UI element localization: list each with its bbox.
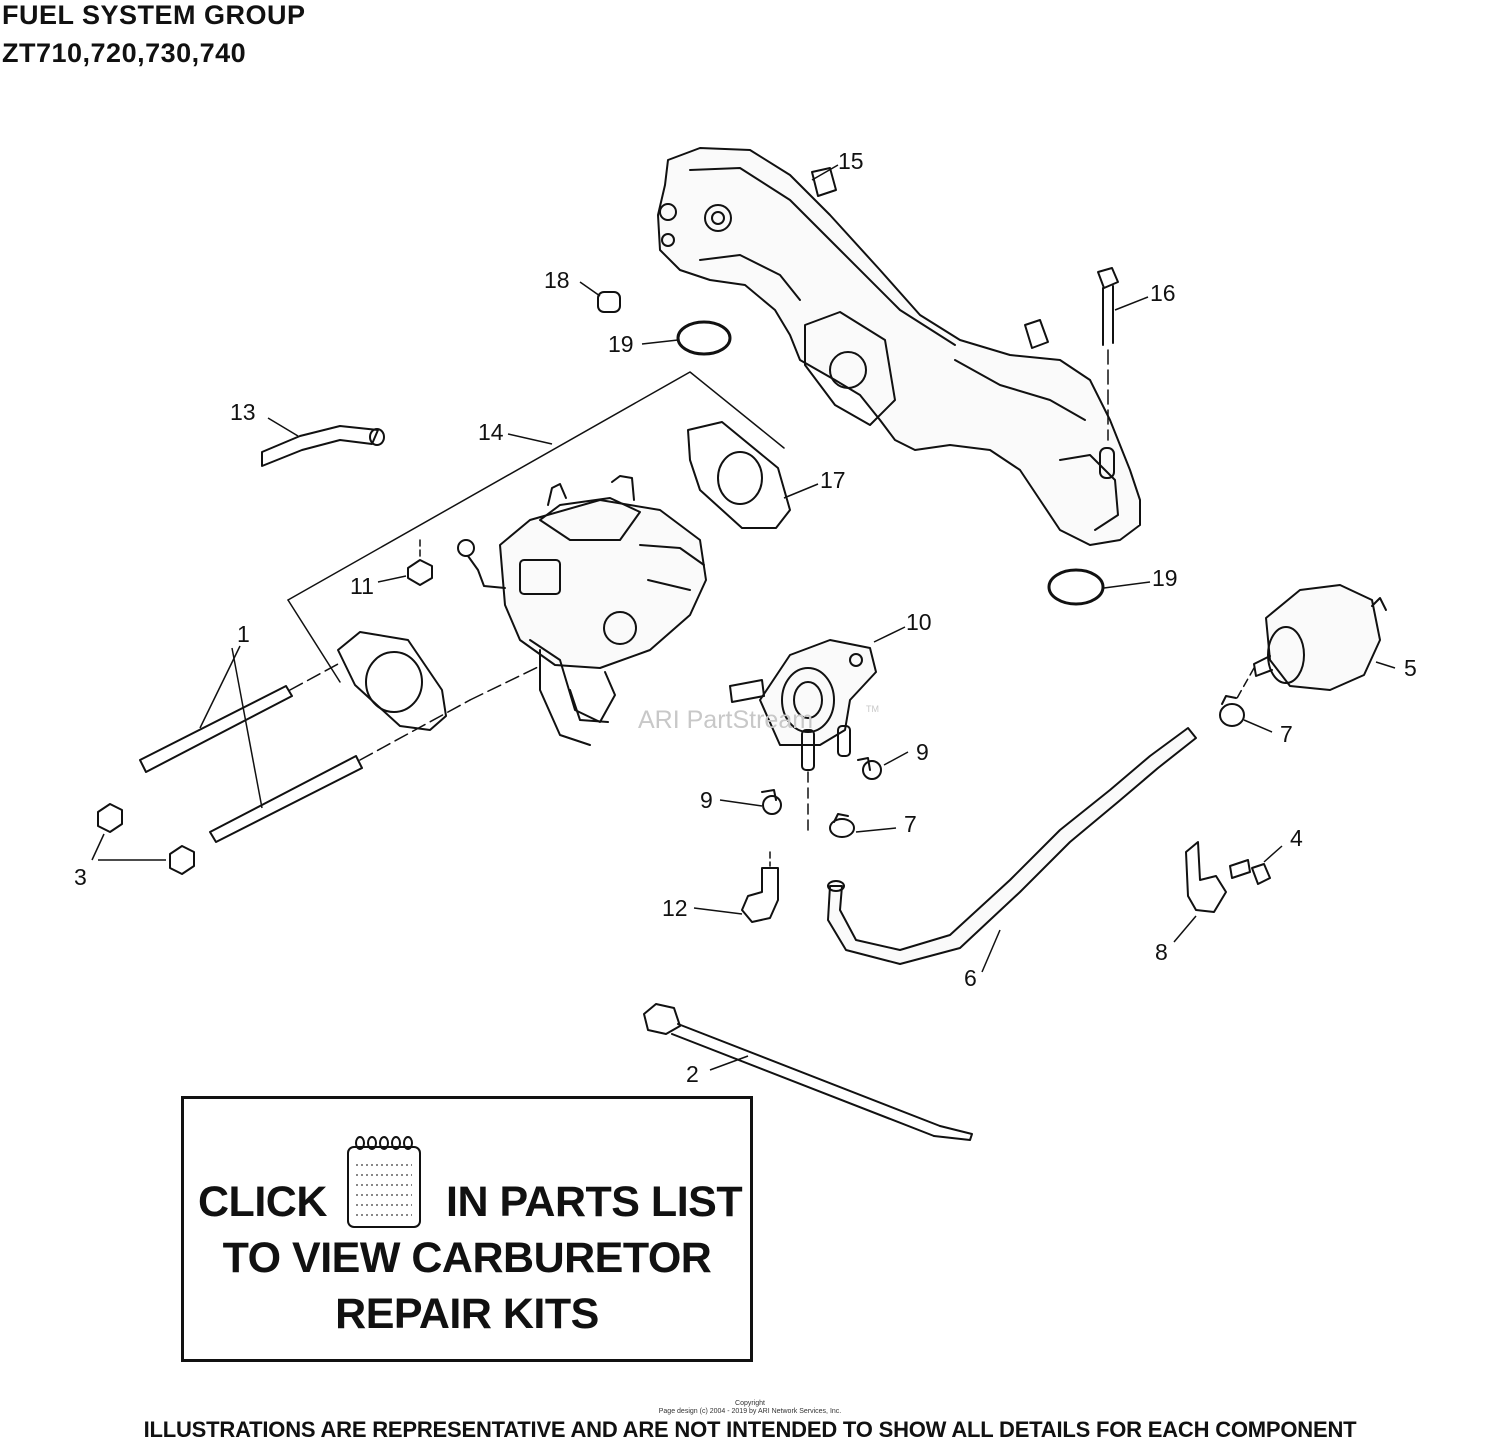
part-6-fuel-line xyxy=(827,727,1197,965)
callout-19-lower: 19 xyxy=(1152,565,1178,591)
part-7-clamp-upper xyxy=(1219,695,1245,727)
callout-17: 17 xyxy=(820,467,846,493)
callout-16: 16 xyxy=(1150,280,1176,306)
callout-13: 13 xyxy=(230,399,256,425)
part-1-studs xyxy=(139,663,541,843)
callout-6: 6 xyxy=(964,965,977,991)
callout-4: 4 xyxy=(1290,825,1303,851)
part-3-nut-lower xyxy=(169,845,195,875)
part-17-gasket xyxy=(687,421,791,529)
callout-7-upper: 7 xyxy=(1280,721,1293,747)
repair-kit-notice: CLICK IN PARTS LIST TO VIEW CARBURETOR R… xyxy=(181,1096,753,1362)
part-3-nut xyxy=(97,803,123,833)
callout-18: 18 xyxy=(544,267,570,293)
callout-9: 9 xyxy=(916,739,929,765)
part-10-fuel-pump xyxy=(729,639,877,831)
callout-3: 3 xyxy=(74,864,87,890)
callout-9-left: 9 xyxy=(700,787,713,813)
callout-2: 2 xyxy=(686,1061,699,1087)
callout-19: 19 xyxy=(608,331,634,357)
callout-1: 1 xyxy=(237,621,250,647)
leader-lines xyxy=(91,164,1396,1071)
notice-parts-list: IN PARTS LIST xyxy=(446,1178,743,1226)
part-13-vent-hose xyxy=(261,425,385,467)
footer-disclaimer: ILLUSTRATIONS ARE REPRESENTATIVE AND ARE… xyxy=(143,1417,1357,1442)
part-19-o-ring xyxy=(676,320,732,356)
part-18-spacer xyxy=(597,291,621,313)
part-5-fuel-filter xyxy=(1235,584,1387,701)
model-numbers: ZT710,720,730,740 xyxy=(2,38,247,68)
watermark: ARI PartStream xyxy=(638,706,813,734)
callout-11: 11 xyxy=(350,573,374,599)
part-7-clamp xyxy=(829,813,855,838)
callout-labels: 15 16 18 19 13 14 17 11 19 1 10 5 7 9 9 … xyxy=(74,148,1417,1087)
notice-view-carburetor: TO VIEW CARBURETOR xyxy=(222,1234,712,1282)
notepad-icon xyxy=(347,1136,421,1228)
part-2-sensor xyxy=(643,1003,973,1141)
carburetor xyxy=(499,475,707,746)
carburetor-gasket xyxy=(337,631,447,731)
part-16-bolt xyxy=(1097,267,1119,441)
part-8-clip xyxy=(1185,841,1227,913)
notice-repair-kits: REPAIR KITS xyxy=(335,1290,599,1338)
callout-14: 14 xyxy=(478,419,504,445)
copyright-line-1: Copyright xyxy=(735,1400,765,1407)
notice-click: CLICK xyxy=(198,1178,327,1226)
part-11-nut xyxy=(407,539,506,589)
callout-12: 12 xyxy=(662,895,688,921)
callout-10: 10 xyxy=(906,609,932,635)
diagram-title: FUEL SYSTEM GROUP xyxy=(2,0,306,30)
part-9-screw-left xyxy=(761,789,782,815)
part-19-o-ring-lower xyxy=(1047,568,1105,606)
copyright-line-2: Page design (c) 2004 - 2019 by ARI Netwo… xyxy=(658,1408,842,1415)
callout-7: 7 xyxy=(904,811,917,837)
watermark-tm: TM xyxy=(866,704,879,714)
callout-15: 15 xyxy=(838,148,864,174)
part-9-screw xyxy=(857,757,882,780)
callout-8: 8 xyxy=(1155,939,1168,965)
part-12-elbow-fitting xyxy=(741,851,779,923)
part-15-intake-manifold xyxy=(657,147,1141,546)
part-4-screw xyxy=(1229,859,1271,885)
callout-5: 5 xyxy=(1404,655,1417,681)
copyright-notice: Copyright Page design (c) 2004 - 2019 by… xyxy=(600,1400,900,1416)
